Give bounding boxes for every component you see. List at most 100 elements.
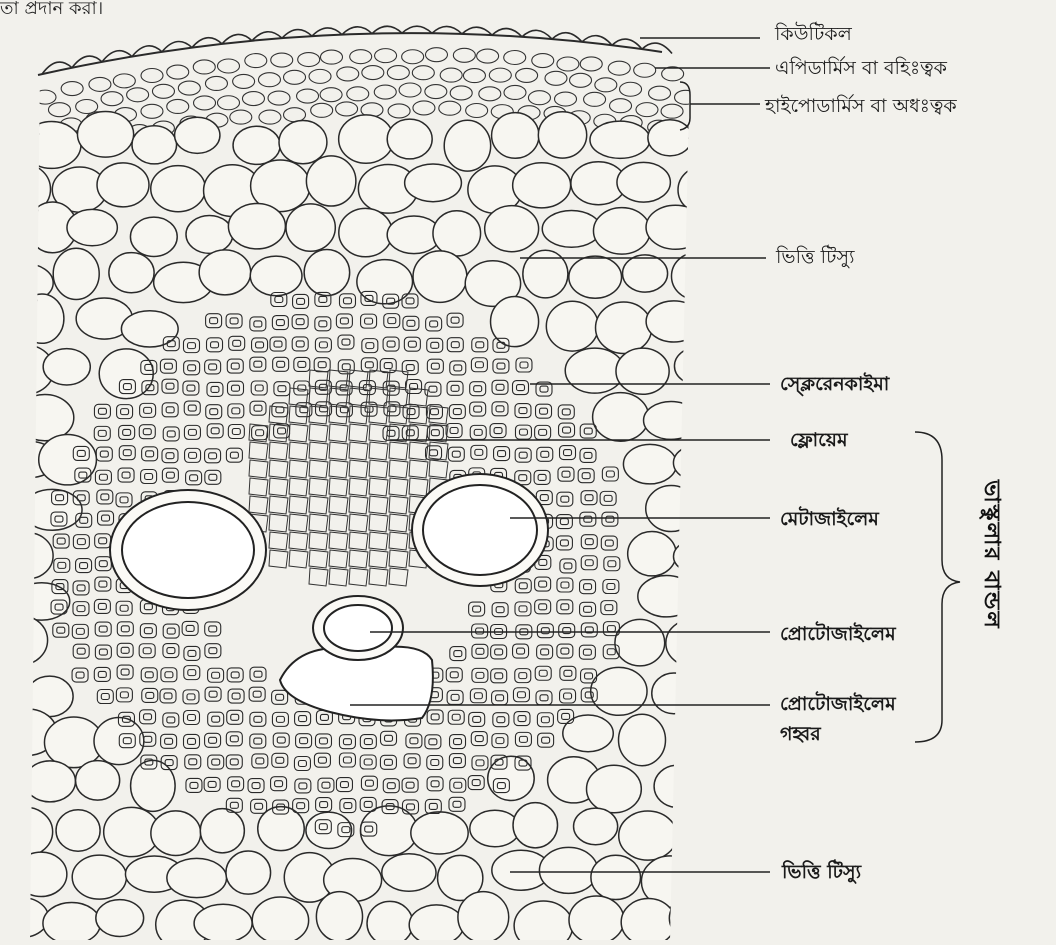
sclerenchyma-cell <box>160 689 176 703</box>
sclerenchyma-lumen <box>495 649 503 655</box>
hypodermis-cell <box>375 49 397 63</box>
ground-cell <box>591 855 641 899</box>
phloem-cell <box>269 460 288 478</box>
sclerenchyma-cell <box>515 602 531 616</box>
sclerenchyma-lumen <box>584 428 592 434</box>
hypodermis-cell <box>61 82 83 96</box>
sclerenchyma-cell <box>184 425 200 439</box>
sclerenchyma-lumen <box>519 673 527 679</box>
sclerenchyma-cell <box>140 403 156 417</box>
sclerenchyma-cell <box>183 711 199 725</box>
sclerenchyma-lumen <box>208 781 216 787</box>
sclerenchyma-lumen <box>431 781 439 787</box>
sclerenchyma-lumen <box>340 318 348 324</box>
hypodermis-cell <box>387 66 409 80</box>
sclerenchyma-cell <box>580 512 596 526</box>
sclerenchyma-lumen <box>431 759 439 765</box>
ground-cell <box>250 256 302 296</box>
sclerenchyma-lumen <box>322 782 330 788</box>
sclerenchyma-cell <box>116 493 132 507</box>
phloem-cell <box>329 478 348 496</box>
ground-cell <box>699 297 757 344</box>
ground-cell <box>339 115 394 163</box>
sclerenchyma-cell <box>427 359 443 373</box>
sclerenchyma-cell <box>446 668 462 682</box>
ground-cell <box>538 112 586 158</box>
label-hypodermis: হাইপোডার্মিস বা অধঃত্বক <box>765 92 957 124</box>
sclerenchyma-lumen <box>519 408 527 414</box>
sclerenchyma-cell <box>293 294 309 308</box>
sclerenchyma-cell <box>139 425 155 439</box>
sclerenchyma-cell <box>250 317 266 331</box>
sclerenchyma-lumen <box>76 672 84 678</box>
hypodermis-cell <box>634 63 656 77</box>
sclerenchyma-lumen <box>299 783 307 789</box>
sclerenchyma-lumen <box>275 781 283 787</box>
ground-cell <box>16 394 74 440</box>
sclerenchyma-lumen <box>583 649 591 655</box>
hypodermis-cell <box>570 73 592 87</box>
sclerenchyma-cell <box>404 754 420 768</box>
sclerenchyma-cell <box>94 667 110 681</box>
sclerenchyma-lumen <box>407 320 415 326</box>
ground-cell <box>574 808 618 845</box>
sclerenchyma-cell <box>314 753 330 767</box>
sclerenchyma-cell <box>273 733 289 747</box>
sclerenchyma-cell <box>537 624 553 638</box>
phloem-cell <box>309 442 328 460</box>
hypodermis-cell <box>584 92 606 106</box>
hypodermis-cell <box>661 104 683 118</box>
hypodermis-cell <box>320 50 342 64</box>
sclerenchyma-lumen <box>365 362 373 368</box>
ground-cell <box>43 903 100 945</box>
sclerenchyma-cell <box>470 382 486 396</box>
sclerenchyma-cell <box>560 689 576 703</box>
phloem-cell <box>389 460 408 478</box>
sclerenchyma-lumen <box>564 670 572 676</box>
sclerenchyma-cell <box>228 404 244 418</box>
ground-cell <box>703 489 754 538</box>
sclerenchyma-lumen <box>563 427 571 433</box>
sclerenchyma-lumen <box>320 802 328 808</box>
sclerenchyma-cell <box>581 556 597 570</box>
sclerenchyma-lumen <box>144 604 152 610</box>
sclerenchyma-lumen <box>256 758 264 764</box>
sclerenchyma-cell <box>205 622 221 636</box>
ground-cell <box>233 126 280 164</box>
sclerenchyma-lumen <box>366 343 374 349</box>
sclerenchyma-cell <box>450 735 466 749</box>
sclerenchyma-cell <box>470 402 486 416</box>
sclerenchyma-cell <box>162 449 178 463</box>
sclerenchyma-cell <box>162 468 178 482</box>
phloem-cell <box>369 568 388 586</box>
sclerenchyma-cell <box>336 314 352 328</box>
sclerenchyma-lumen <box>188 429 196 435</box>
sclerenchyma-lumen <box>143 648 151 654</box>
sclerenchyma-cell <box>183 690 199 704</box>
hypodermis-cell <box>649 86 671 100</box>
ground-cell <box>306 812 352 848</box>
label-ground-tissue-top: ভিত্তি টিস্যু <box>776 243 855 275</box>
sclerenchyma-lumen <box>209 453 217 459</box>
sclerenchyma-lumen <box>429 386 437 392</box>
ground-cell <box>228 203 285 248</box>
sclerenchyma-cell <box>96 447 112 461</box>
phloem-cell <box>309 478 328 496</box>
sclerenchyma-cell <box>315 338 331 352</box>
sclerenchyma-cell <box>450 361 466 375</box>
ground-cell <box>590 121 650 158</box>
sclerenchyma-lumen <box>209 626 217 632</box>
sclerenchyma-lumen <box>406 804 414 810</box>
hypodermis-cell <box>48 103 70 117</box>
label-ground-tissue-bottom: ভিত্তি টিস্যু <box>782 858 861 890</box>
sclerenchyma-cell <box>183 339 199 353</box>
sclerenchyma-lumen <box>561 648 569 654</box>
sclerenchyma-lumen <box>187 694 195 700</box>
sclerenchyma-cell <box>54 558 70 572</box>
sclerenchyma-lumen <box>57 538 65 544</box>
sclerenchyma-lumen <box>454 739 462 745</box>
hypodermis-cell <box>675 90 697 104</box>
sclerenchyma-cell <box>207 382 223 396</box>
ground-cell <box>696 396 754 441</box>
hypodermis-cell <box>477 49 499 63</box>
